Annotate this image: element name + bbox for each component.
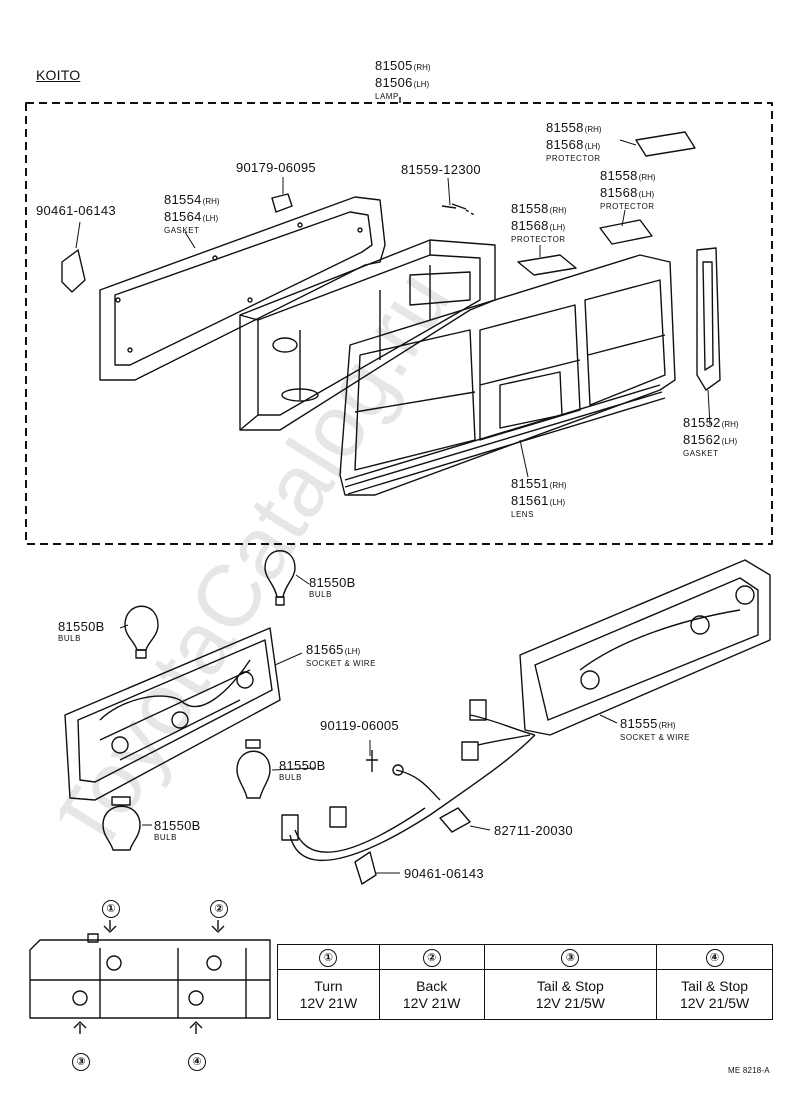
gasket-left bbox=[99, 196, 386, 381]
bulbs bbox=[102, 550, 296, 851]
callout-2: ② bbox=[210, 899, 228, 918]
part-protector-mid[interactable]: 81558(RH) 81568(LH) PROTECTOR bbox=[600, 168, 656, 211]
part-protector-top[interactable]: 81558(RH) 81568(LH) PROTECTOR bbox=[546, 120, 602, 163]
screw2 bbox=[366, 750, 378, 772]
clamp bbox=[439, 807, 471, 833]
socket-plate-right bbox=[519, 559, 771, 736]
leader-lines bbox=[75, 139, 711, 874]
part-nut[interactable]: 90179-06095 bbox=[236, 160, 316, 175]
legend-header-3: ③ bbox=[483, 944, 658, 970]
part-gasket-left[interactable]: 81554(RH) 81564(LH) GASKET bbox=[164, 192, 220, 235]
lamp-lens bbox=[339, 254, 676, 496]
part-bulb-low[interactable]: 81550B BULB bbox=[154, 818, 201, 842]
nut bbox=[271, 193, 293, 213]
callout-4: ④ bbox=[188, 1052, 206, 1071]
gasket-right bbox=[696, 247, 721, 391]
part-protector-left[interactable]: 81558(RH) 81568(LH) PROTECTOR bbox=[511, 201, 567, 244]
part-gasket-right[interactable]: 81552(RH) 81562(LH) GASKET bbox=[683, 415, 739, 458]
screw bbox=[441, 203, 467, 210]
legend-header-2: ② bbox=[378, 944, 485, 970]
part-bulb-mid[interactable]: 81550B BULB bbox=[279, 758, 326, 782]
brand-label: KOITO bbox=[36, 67, 81, 83]
legend-header-1: ① bbox=[277, 944, 380, 970]
part-socket-rh[interactable]: 81555(RH) SOCKET & WIRE bbox=[620, 716, 690, 742]
part-screw2[interactable]: 90119-06005 bbox=[320, 718, 399, 733]
part-screw[interactable]: 81559-12300 bbox=[401, 162, 481, 177]
clip-bottom bbox=[354, 851, 377, 885]
part-bulb-left[interactable]: 81550B BULB bbox=[58, 619, 105, 643]
legend-header-4: ④ bbox=[656, 944, 773, 970]
protector-mid bbox=[599, 219, 653, 245]
protector-top bbox=[635, 131, 696, 157]
part-bulb-top[interactable]: 81550B BULB bbox=[309, 575, 356, 599]
part-clip-bottom[interactable]: 90461-06143 bbox=[404, 866, 484, 881]
lamp-back-view bbox=[29, 920, 271, 1034]
callout-3: ③ bbox=[72, 1052, 90, 1071]
callout-1: ① bbox=[102, 899, 120, 918]
lamp-housing bbox=[239, 239, 496, 431]
part-lamp[interactable]: 81505(RH) 81506(LH) LAMP bbox=[375, 58, 431, 101]
lamp-assembly-frame bbox=[25, 102, 773, 545]
clip-top bbox=[61, 249, 86, 293]
part-socket-lh[interactable]: 81565(LH) SOCKET & WIRE bbox=[306, 642, 376, 668]
wire-harness bbox=[281, 699, 536, 861]
drawing-code: ME 8218-A bbox=[728, 1066, 770, 1075]
socket-plate-left bbox=[64, 627, 281, 801]
part-clip-top[interactable]: 90461-06143 bbox=[36, 203, 116, 218]
part-lens[interactable]: 81551(RH) 81561(LH) LENS bbox=[511, 476, 567, 519]
protector-left bbox=[517, 254, 577, 276]
part-clamp[interactable]: 82711-20030 bbox=[494, 823, 573, 838]
